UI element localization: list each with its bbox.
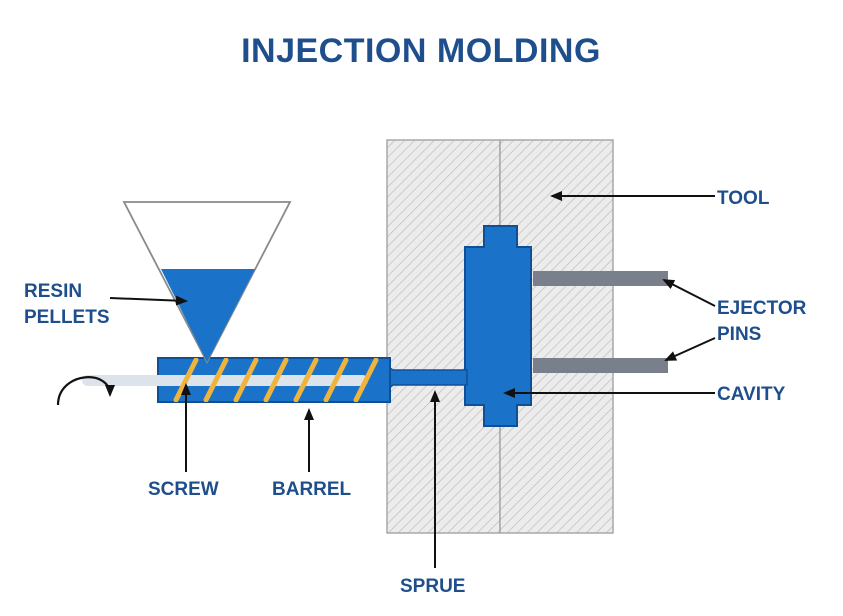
label-screw: SCREW	[148, 479, 219, 500]
arrow-ejector-bottom	[664, 337, 716, 361]
screw-shaft	[82, 375, 368, 386]
ejector-pin-bottom	[533, 358, 668, 373]
label-resin-line2: PELLETS	[24, 307, 110, 328]
arrow-ejector-top	[662, 279, 716, 307]
ejector-pin-top	[533, 271, 668, 286]
screw-flights	[173, 358, 379, 402]
page-title: INJECTION MOLDING	[241, 32, 601, 70]
resin-pellets-fill	[161, 269, 255, 362]
label-ejector-line1: EJECTOR	[717, 298, 807, 319]
ejector-pins	[533, 271, 668, 373]
label-barrel: BARREL	[272, 479, 352, 500]
rotation-arrow-icon	[56, 376, 115, 406]
label-ejector-line2: PINS	[717, 324, 761, 345]
barrel	[82, 357, 391, 403]
label-resin-line1: RESIN	[24, 281, 82, 302]
label-arrows	[109, 191, 716, 568]
label-tool: TOOL	[717, 188, 770, 209]
mold-cavity	[464, 225, 532, 427]
label-sprue: SPRUE	[400, 576, 465, 597]
hopper	[122, 201, 292, 364]
arrow-resin	[109, 295, 188, 306]
label-cavity: CAVITY	[717, 384, 786, 405]
